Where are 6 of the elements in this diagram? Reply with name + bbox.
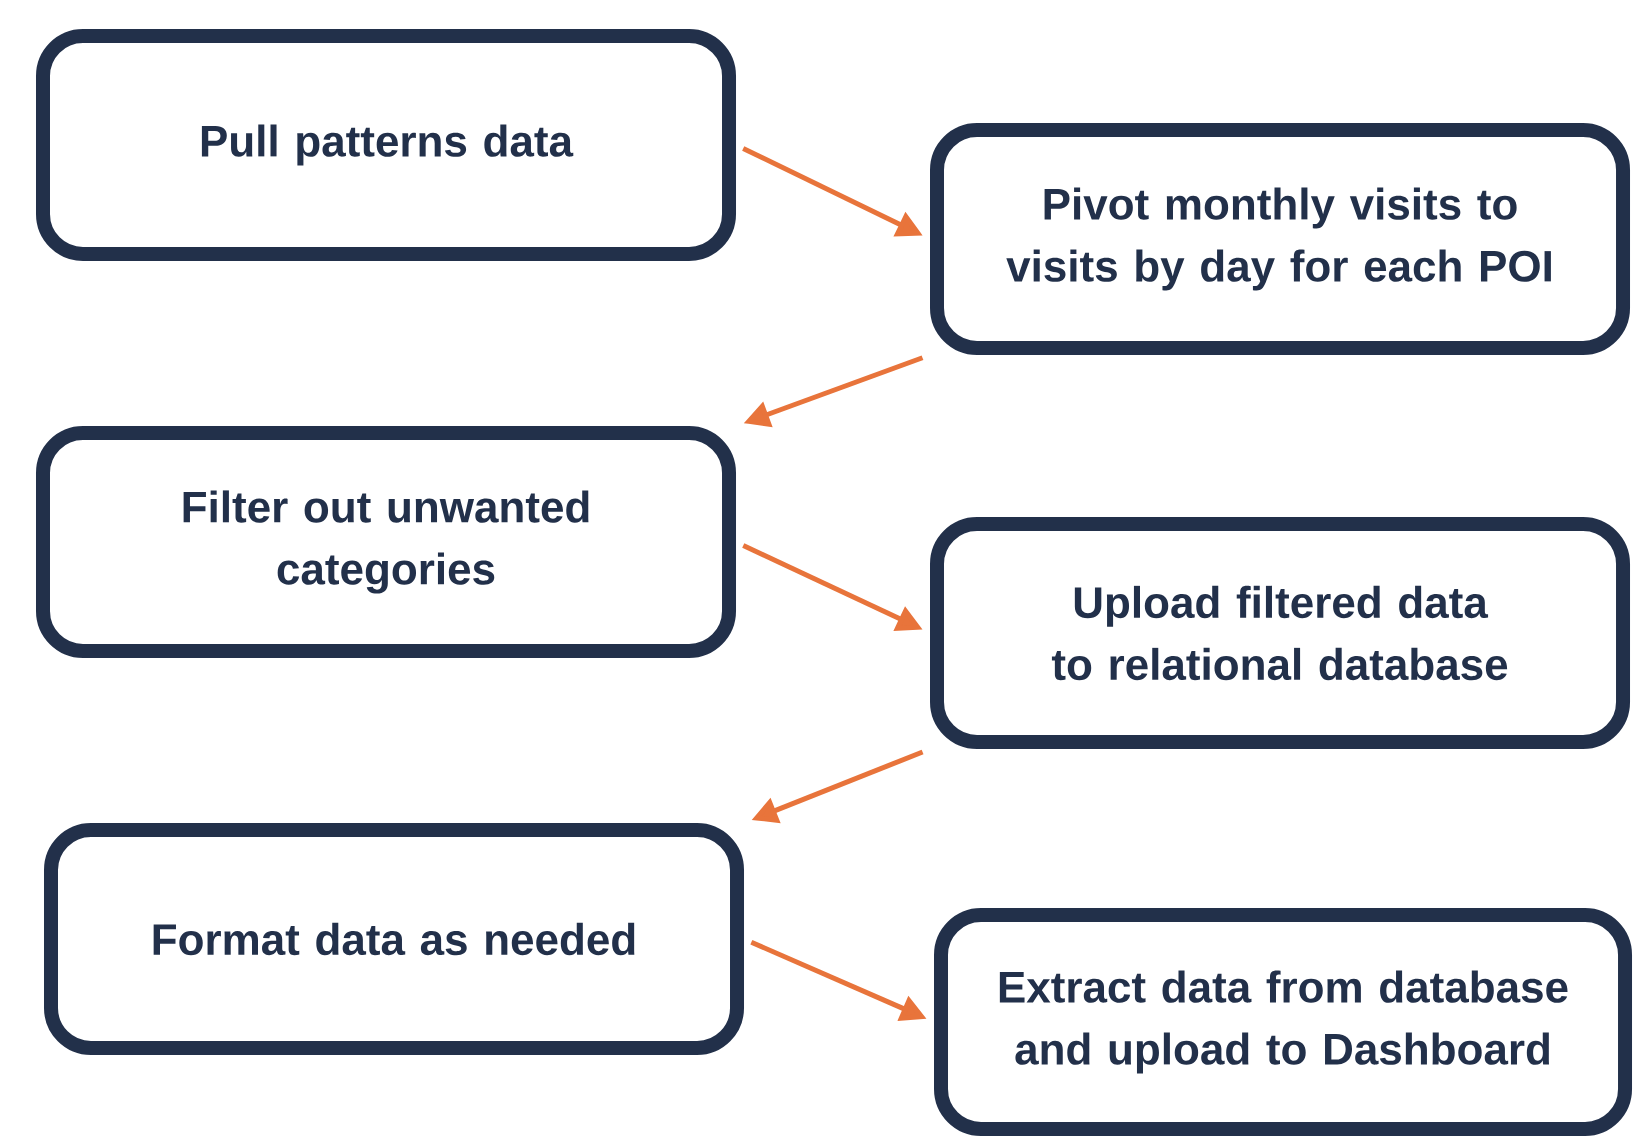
process-box: Filter out unwanted categories (36, 426, 736, 658)
process-box: Pull patterns data (36, 29, 736, 261)
process-box: Format data as needed (44, 823, 744, 1055)
process-box: Pivot monthly visits to visits by day for each POI (930, 123, 1630, 355)
process-box: Extract data from database and upload to Dashboard (934, 908, 1632, 1136)
process-box: Upload filtered data to relational database (930, 517, 1630, 749)
